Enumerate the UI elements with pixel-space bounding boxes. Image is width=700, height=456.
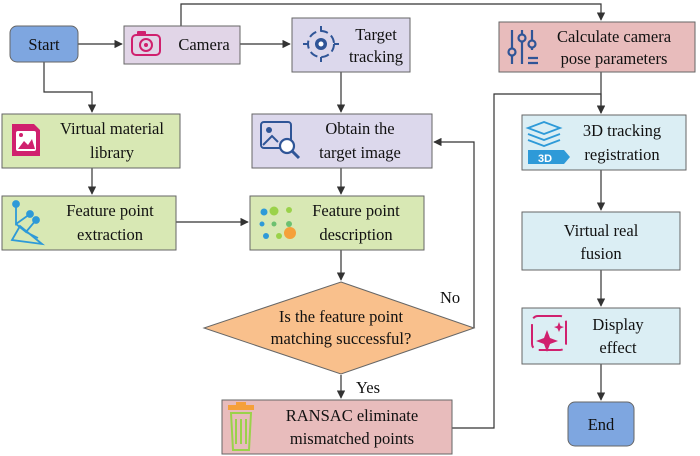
dots-icon [259, 206, 296, 239]
node-fp-description-line1: Feature point [312, 201, 400, 220]
node-fp-extraction[interactable]: Feature point extraction [1, 195, 177, 251]
connectors [43, 3, 606, 429]
edge-label-yes: Yes [356, 378, 380, 397]
node-ransac[interactable]: RANSAC eliminate mismatched points [221, 399, 453, 455]
edge-camera-calc [180, 3, 606, 26]
node-start[interactable]: Start [9, 25, 79, 63]
node-camera-label: Camera [178, 35, 230, 54]
trash-icon [228, 402, 254, 451]
node-display-effect-line1: Display [592, 315, 644, 334]
node-end-label: End [588, 415, 615, 434]
node-virtual-real-fusion-line1: Virtual real [564, 221, 639, 240]
sliders-icon [507, 30, 538, 65]
node-3d-tracking-line2: registration [584, 145, 659, 164]
3d-icon-text: 3D [538, 153, 552, 165]
node-display-effect-line2: effect [599, 338, 637, 357]
node-ransac-line1: RANSAC eliminate [286, 406, 418, 425]
node-fp-extraction-line2: extraction [77, 225, 143, 244]
sparkle-icon [531, 315, 567, 352]
edge-label-no: No [440, 288, 460, 307]
node-decision-line1: Is the feature point [279, 307, 404, 326]
node-obtain-image[interactable]: Obtain the target image [251, 113, 433, 169]
image-search-icon [260, 121, 301, 160]
3d-layers-icon: 3D [525, 121, 570, 165]
node-decision[interactable]: Is the feature point matching successful… [202, 281, 476, 375]
network-icon [10, 200, 46, 246]
node-start-label: Start [28, 35, 60, 54]
target-icon [303, 26, 339, 62]
node-display-effect[interactable]: Display effect [521, 307, 681, 365]
node-target-tracking[interactable]: Target tracking [291, 17, 411, 73]
node-virtual-real-fusion-line2: fusion [580, 244, 621, 263]
node-calc-pose-line1: Calculate camera [557, 27, 672, 46]
node-camera[interactable]: Camera [123, 25, 241, 65]
edge-decision-no [433, 137, 475, 328]
node-fp-description[interactable]: Feature point description [249, 195, 425, 251]
node-virtual-real-fusion[interactable]: Virtual real fusion [521, 211, 681, 271]
node-fp-extraction-line1: Feature point [66, 201, 154, 220]
node-3d-tracking[interactable]: 3D 3D tracking registration [521, 114, 687, 171]
node-virtual-library-line2: library [90, 143, 135, 162]
node-target-tracking-line1: Target [355, 25, 397, 44]
node-virtual-library-line1: Virtual material [60, 119, 164, 138]
edge-start-library [43, 62, 97, 113]
image-folder-icon [12, 124, 40, 156]
node-calc-pose-line2: pose parameters [561, 49, 668, 68]
node-end[interactable]: End [567, 401, 635, 447]
node-decision-line2: matching successful? [271, 329, 412, 348]
node-obtain-image-line2: target image [319, 143, 401, 162]
camera-icon [131, 31, 161, 56]
node-3d-tracking-line1: 3D tracking [583, 121, 661, 140]
node-fp-description-line2: description [319, 225, 392, 244]
node-calc-pose[interactable]: Calculate camera pose parameters [498, 21, 696, 73]
node-target-tracking-line2: tracking [349, 47, 403, 66]
node-ransac-line2: mismatched points [290, 429, 414, 448]
node-obtain-image-line1: Obtain the [325, 119, 394, 138]
node-virtual-library[interactable]: Virtual material library [1, 113, 181, 169]
